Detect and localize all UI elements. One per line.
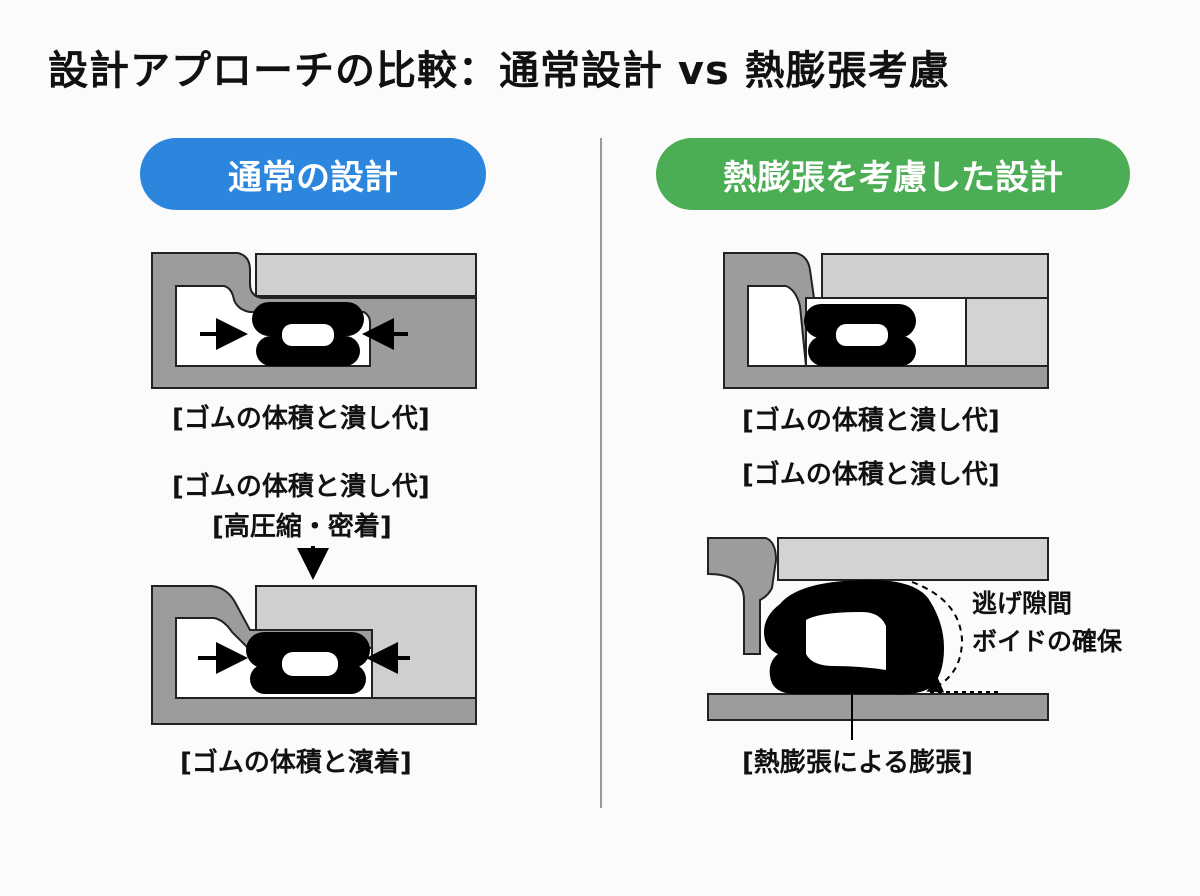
thermal-design-initial-diagram	[723, 252, 1049, 389]
expansion-pointer-dot	[848, 680, 856, 688]
thermal-expansion-diagram	[707, 537, 1049, 740]
right-caption-top: [ゴムの体積と潰し代]	[742, 406, 1000, 436]
o-ring-seal	[246, 632, 370, 694]
right-caption-bottom: [熱膨張による膨張]	[742, 748, 973, 778]
seal-inner-void	[806, 612, 886, 670]
mating-plate	[255, 585, 477, 699]
left-caption-mid-2: [高圧縮・密着]	[212, 512, 392, 542]
o-ring-seal	[252, 302, 364, 366]
left-caption-mid-1: [ゴムの体積と潰し代]	[172, 472, 430, 502]
normal-design-initial-diagram	[151, 252, 477, 389]
page-title: 設計アプローチの比較：通常設計 vs 熱膨張考慮	[48, 48, 950, 94]
housing-wall	[707, 537, 778, 655]
void-dashed-arc	[911, 581, 964, 693]
thermal-design-header: 熱膨張を考慮した設計	[656, 138, 1130, 210]
mating-plate-block	[965, 297, 1049, 367]
left-caption-top: [ゴムの体積と潰し代]	[172, 404, 430, 434]
base-plate	[707, 693, 1049, 721]
mating-plate	[255, 253, 477, 297]
left-caption-bottom: [ゴムの体積と濱着]	[180, 748, 412, 778]
void-annotation-line2: ボイドの確保	[972, 627, 1123, 656]
void-annotation-line1: 逃げ隙間	[972, 589, 1073, 618]
groove-cavity	[747, 285, 808, 367]
center-divider	[600, 138, 602, 808]
o-ring-seal	[804, 304, 916, 366]
right-caption-mid: [ゴムの体積と潰し代]	[742, 460, 1000, 490]
mating-plate-upper	[821, 253, 1049, 299]
normal-design-header: 通常の設計	[140, 138, 486, 210]
normal-design-compressed-diagram	[151, 585, 477, 725]
mating-plate	[777, 537, 1049, 581]
